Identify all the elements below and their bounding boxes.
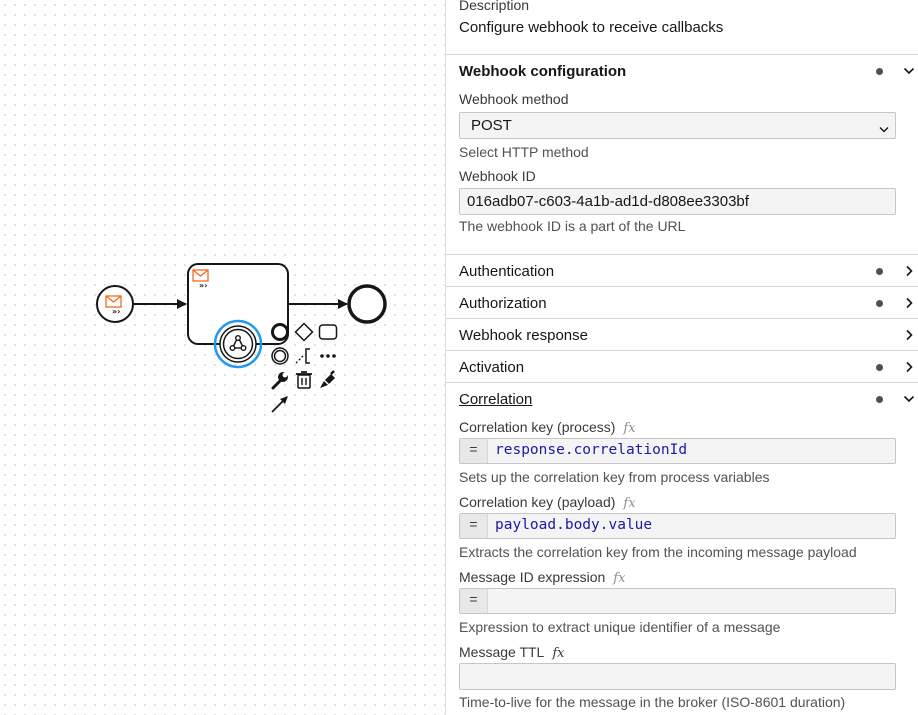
append-end-event-icon[interactable] (270, 322, 290, 342)
chevron-right-icon[interactable] (903, 361, 915, 373)
chevron-right-icon[interactable] (903, 329, 915, 341)
chevron-down-icon[interactable] (903, 65, 915, 77)
description-label: Description (459, 0, 530, 13)
group-correlation[interactable]: Correlation (446, 383, 918, 415)
message-task[interactable]: »› (187, 263, 289, 345)
data-indicator-dot (876, 395, 883, 403)
bpmn-canvas[interactable]: »› »› (0, 0, 445, 715)
correlation-key-process-label: Correlation key (process)fx (459, 419, 636, 436)
webhook-id-input[interactable]: 016adb07-c603-4a1b-ad1d-d808ee3303bf (459, 188, 896, 215)
fx-icon: fx (623, 421, 636, 436)
message-ttl-hint: Time-to-live for the message in the brok… (459, 694, 846, 710)
feel-equals: = (460, 439, 488, 463)
connect-icon[interactable] (270, 394, 290, 414)
webhook-method-hint: Select HTTP method (459, 144, 589, 160)
data-indicator-dot (876, 67, 883, 75)
color-icon[interactable] (318, 370, 338, 390)
feel-equals: = (460, 589, 488, 613)
group-webhook-configuration[interactable]: Webhook configuration (446, 55, 918, 87)
group-title: Authentication (459, 262, 555, 280)
append-intermediate-event-icon[interactable] (270, 346, 290, 366)
svg-text:»›: »› (112, 307, 120, 316)
correlation-key-payload-label: Correlation key (payload)fx (459, 494, 636, 511)
data-indicator-dot (876, 363, 883, 371)
delete-icon[interactable] (294, 370, 314, 390)
message-id-expression-input[interactable]: = (459, 588, 896, 614)
message-start-event-icon: »› (105, 295, 122, 316)
chevron-down-icon (879, 121, 889, 139)
group-title: Webhook response (459, 326, 588, 344)
feel-equals: = (460, 514, 488, 538)
input-value: 016adb07-c603-4a1b-ad1d-d808ee3303bf (467, 193, 749, 210)
fx-icon: fx (613, 571, 626, 586)
divider (446, 254, 918, 255)
webhook-id-hint: The webhook ID is a part of the URL (459, 218, 686, 234)
divider (446, 318, 918, 319)
webhook-method-select[interactable]: POST (459, 112, 896, 139)
append-task-icon[interactable] (318, 322, 338, 342)
chevron-right-icon[interactable] (903, 297, 915, 309)
feel-expression: payload.body.value (495, 517, 653, 533)
feel-expression: response.correlationId (495, 442, 688, 458)
group-activation[interactable]: Activation (446, 351, 918, 383)
group-title: Authorization (459, 294, 547, 312)
webhook-boundary-event[interactable] (213, 319, 263, 369)
chevron-right-icon[interactable] (903, 265, 915, 277)
message-id-expression-hint: Expression to extract unique identifier … (459, 619, 781, 635)
data-indicator-dot (876, 267, 883, 275)
divider (446, 382, 918, 383)
webhook-method-label: Webhook method (459, 91, 569, 107)
diagram-svg: »› »› (96, 263, 387, 369)
divider (446, 54, 918, 55)
message-ttl-input[interactable] (459, 663, 896, 690)
divider (446, 350, 918, 351)
group-title: Webhook configuration (459, 62, 627, 80)
group-authorization[interactable]: Authorization (446, 287, 918, 319)
fx-icon: fx (623, 496, 636, 511)
fx-icon: fx (552, 646, 565, 661)
message-start-event[interactable]: »› (96, 285, 134, 323)
correlation-key-payload-hint: Extracts the correlation key from the in… (459, 544, 857, 560)
correlation-key-process-hint: Sets up the correlation key from process… (459, 469, 770, 485)
group-authentication[interactable]: Authentication (446, 255, 918, 287)
message-task-icon: »› (192, 269, 209, 290)
description-value[interactable]: Configure webhook to receive callbacks (459, 19, 724, 36)
text-annotation-icon[interactable] (294, 346, 314, 366)
append-gateway-icon[interactable] (294, 322, 314, 342)
more-options-icon[interactable] (318, 346, 338, 366)
webhook-id-label: Webhook ID (459, 168, 536, 184)
correlation-key-payload-input[interactable]: = payload.body.value (459, 513, 896, 539)
group-title: Activation (459, 358, 525, 376)
select-value: POST (471, 117, 512, 134)
change-type-icon[interactable] (270, 370, 290, 390)
svg-text:»›: »› (199, 281, 207, 290)
divider (446, 286, 918, 287)
data-indicator-dot (876, 299, 883, 307)
properties-panel: Description Configure webhook to receive… (445, 0, 918, 715)
group-title: Correlation (459, 390, 533, 408)
webhook-boundary-event-icon (229, 335, 247, 352)
correlation-key-process-input[interactable]: = response.correlationId (459, 438, 896, 464)
group-webhook-response[interactable]: Webhook response (446, 319, 918, 351)
end-event[interactable] (347, 284, 387, 324)
chevron-down-icon[interactable] (903, 393, 915, 405)
